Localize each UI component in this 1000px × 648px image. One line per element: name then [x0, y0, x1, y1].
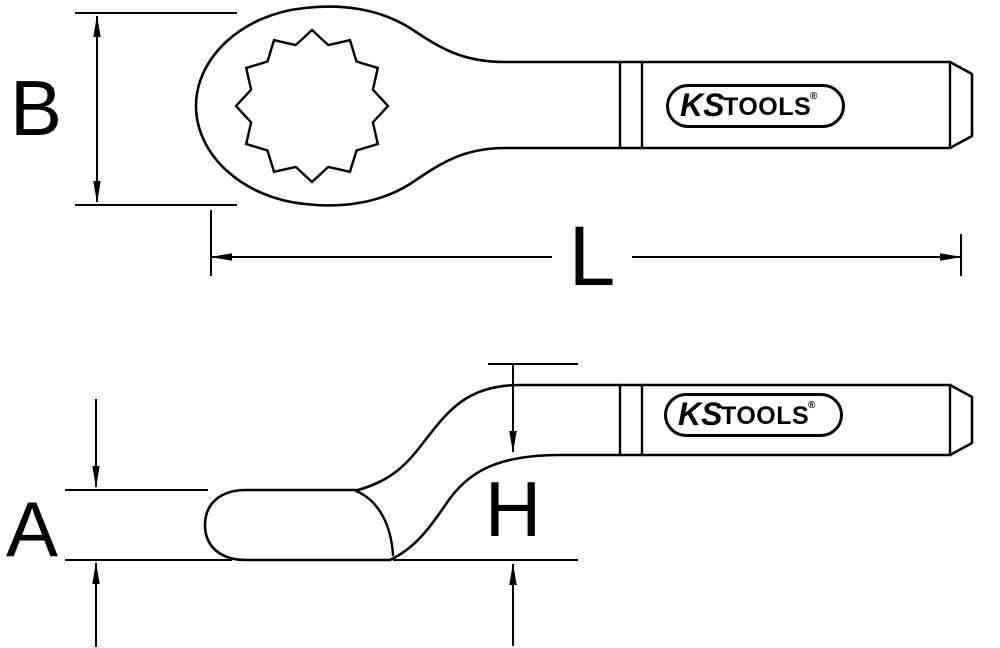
wrench-top-view: KS TOOLS ®	[194, 5, 974, 207]
ks-tools-logo-top-view: KS TOOLS ®	[666, 84, 845, 128]
logo-ks-text: KS	[680, 87, 725, 123]
head-neck-joint-line	[354, 489, 395, 557]
dimension-b-label: B	[10, 64, 62, 152]
dimension-a: A	[6, 399, 232, 647]
wrench-side-view: KS TOOLS ®	[203, 383, 974, 562]
logo-tools-text: TOOLS	[721, 402, 809, 430]
dimension-h-label: H	[485, 465, 541, 553]
registered-trademark-icon: ®	[810, 91, 818, 102]
logo-tools-text: TOOLS	[723, 93, 811, 121]
ks-tools-logo-side-view: KS TOOLS ®	[664, 393, 843, 437]
bihex-12-point-profile	[234, 28, 390, 184]
dimension-l: L	[210, 209, 962, 303]
wrench-top-outline	[194, 5, 974, 207]
dimension-a-label: A	[6, 485, 58, 573]
dimension-l-label: L	[569, 209, 616, 303]
logo-badge	[664, 393, 843, 437]
registered-trademark-icon: ®	[808, 400, 816, 411]
dimension-b: B	[10, 12, 237, 206]
dimension-h: H	[393, 363, 578, 646]
logo-ks-text: KS	[678, 396, 723, 432]
wrench-side-outline	[203, 383, 974, 562]
logo-badge	[666, 84, 845, 128]
